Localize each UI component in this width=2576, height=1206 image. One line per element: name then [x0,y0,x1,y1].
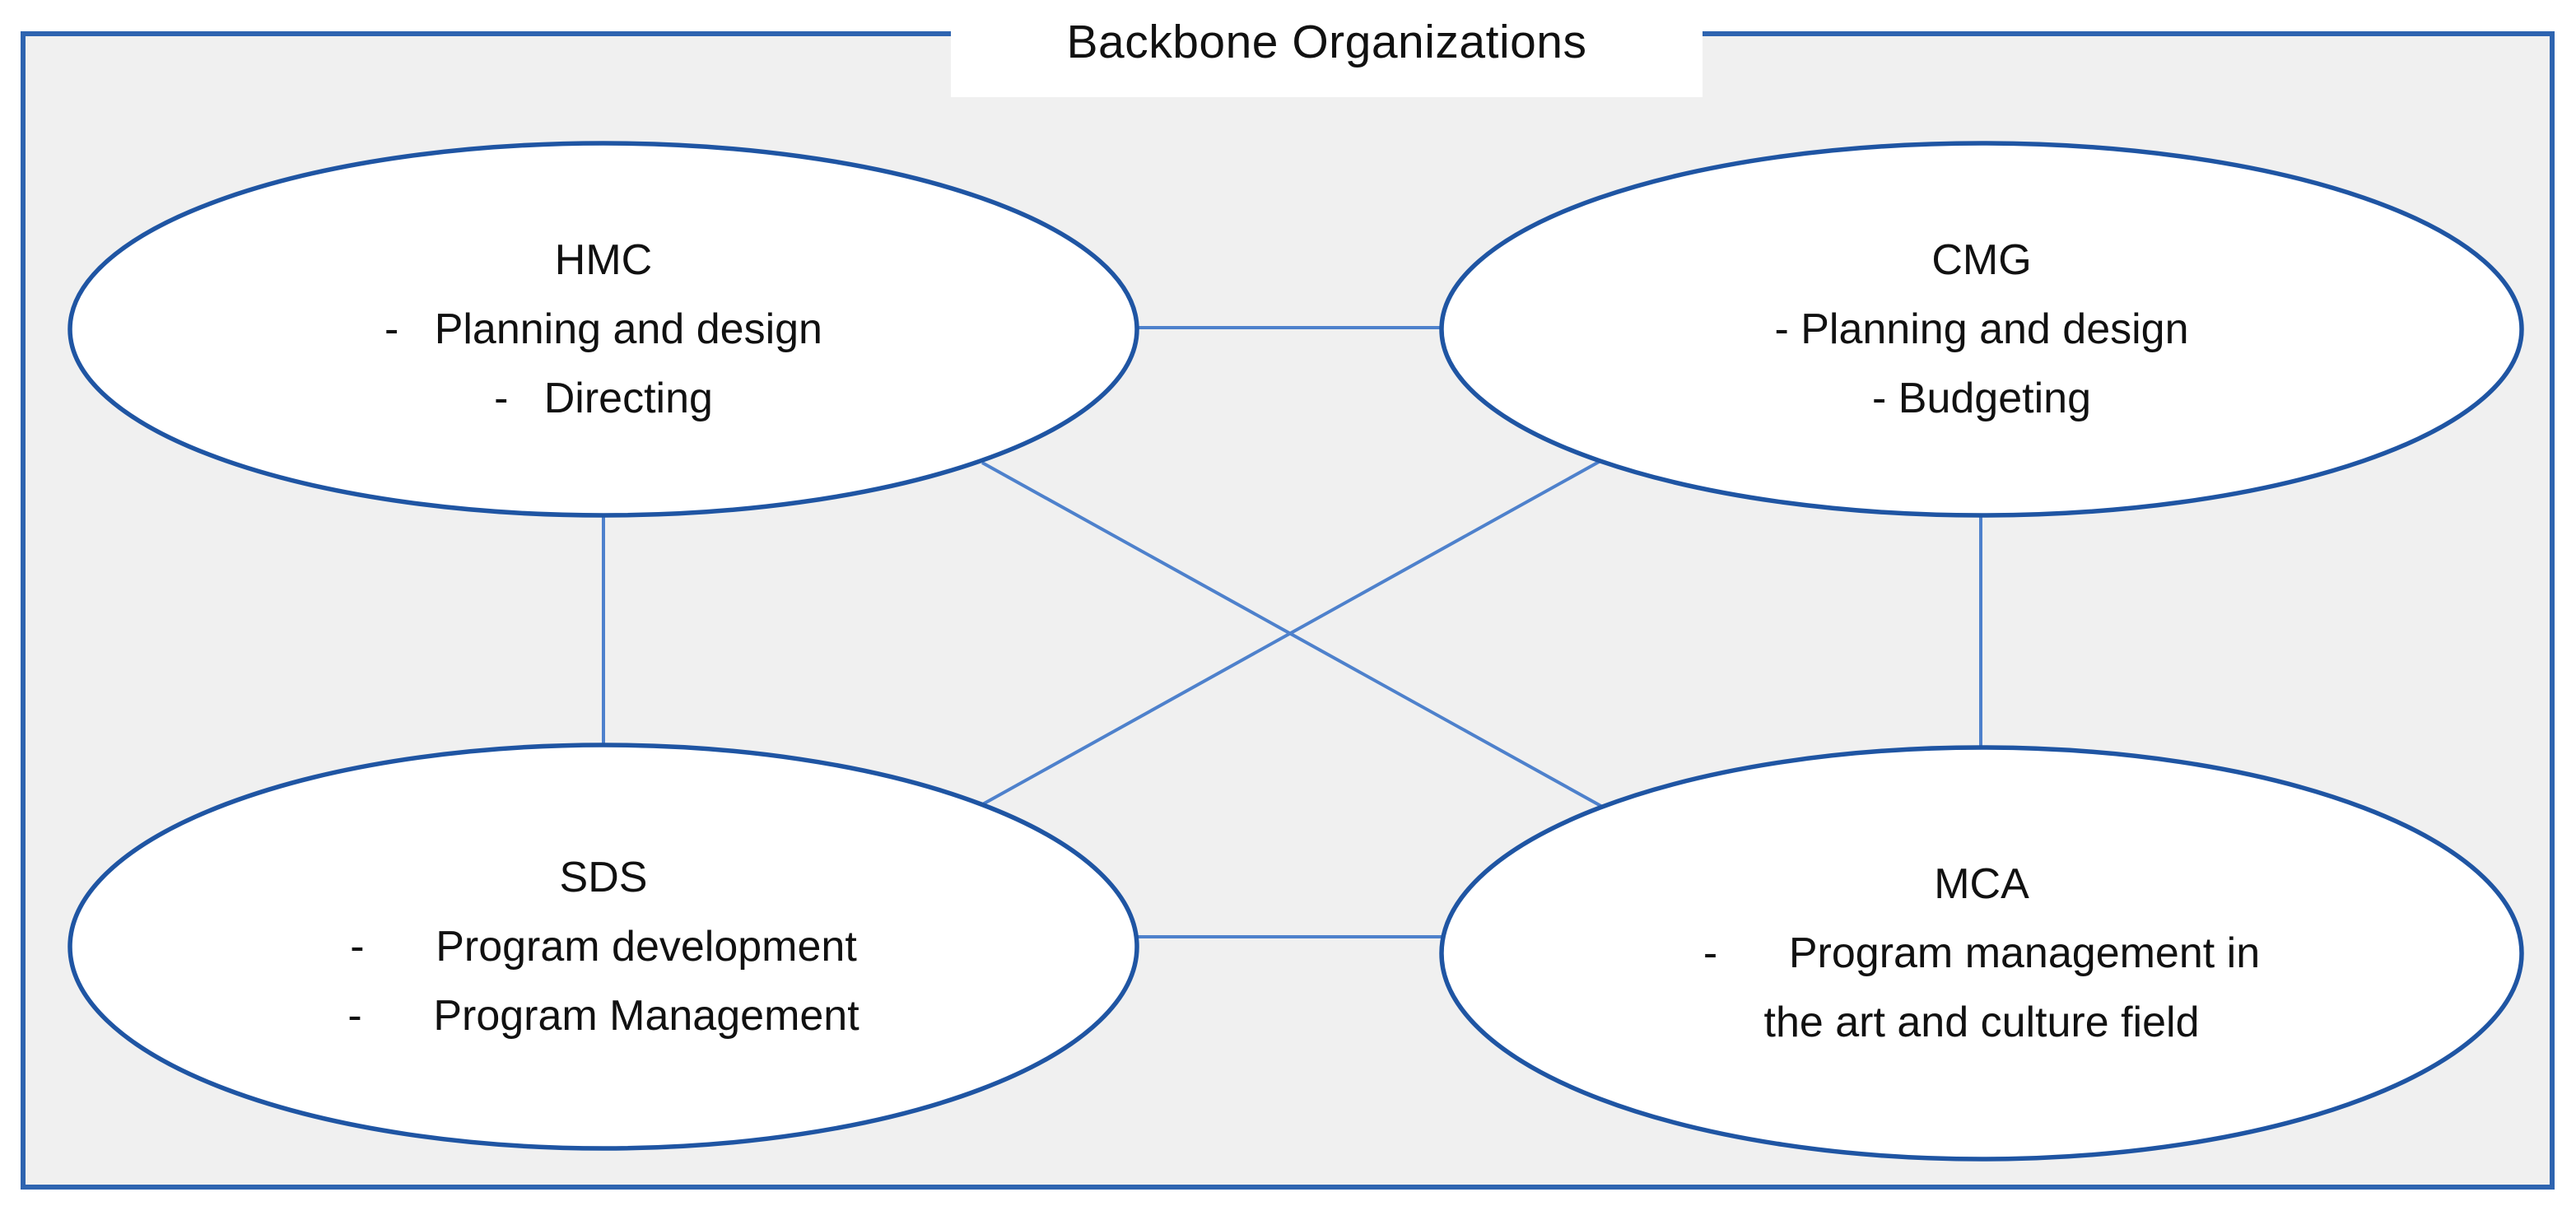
node-cmg-heading: CMG [1931,235,2032,284]
node-hmc-line-1: - Planning and design [384,305,822,353]
node-mca-line-2: the art and culture field [1763,999,2200,1047]
node-sds-heading: SDS [559,853,648,901]
node-hmc-heading: HMC [554,235,653,284]
diagram-title: Backbone Organizations [951,0,1703,97]
connector-hmc-mca [981,461,1606,810]
node-mca-line-1: - Program management in [1703,929,2261,977]
node-sds: SDS - Program development - Program Mana… [70,745,1137,1148]
node-mca: MCA - Program management in the art and … [1442,747,2522,1159]
node-cmg: CMG - Planning and design - Budgeting [1442,143,2522,515]
node-mca-heading: MCA [1934,859,2029,908]
cmg-ellipse-shape [1439,141,2524,518]
node-hmc: HMC - Planning and design - Directing [70,143,1137,515]
sds-ellipse-shape [68,743,1139,1151]
node-cmg-line-2: - Budgeting [1872,375,2091,423]
node-cmg-line-1: - Planning and design [1774,305,2189,353]
node-hmc-line-2: - Directing [494,375,713,423]
diagram-title-text: Backbone Organizations [1066,16,1587,68]
node-sds-line-2: - Program Management [347,992,859,1041]
hmc-ellipse-shape [68,141,1139,518]
node-sds-line-1: - Program development [350,922,857,971]
mca-ellipse-shape [1439,745,2524,1162]
connector-cmg-sds [979,459,1601,808]
